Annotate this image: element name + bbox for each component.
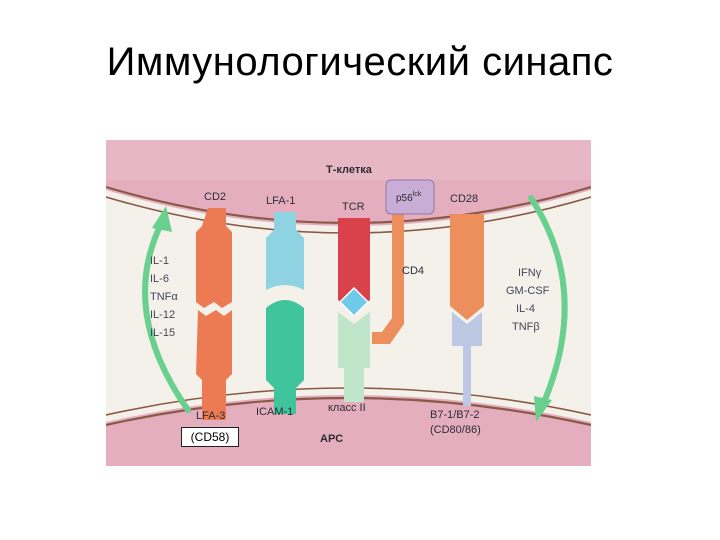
peptide-diamond: [338, 286, 370, 318]
lfa1-label: LFA-1: [266, 195, 295, 207]
synapse-diagram: Т-клетка p56lck CD2 LFA-1 TCR CD28 CD4 L…: [106, 140, 591, 466]
left-cytokine: IL-12: [150, 309, 175, 321]
b7-label-line1: B7-1/B7-2: [430, 409, 480, 421]
right-arrow-head: [534, 396, 552, 422]
cd4-label: CD4: [402, 265, 424, 277]
cd28-molecule: [450, 214, 484, 320]
t-cell-label: Т-клетка: [326, 164, 373, 176]
left-cytokine: IL-15: [150, 327, 175, 339]
left-cytokine: TNFα: [150, 291, 178, 303]
tcr-molecule: [338, 218, 370, 312]
lfa1-molecule: [266, 212, 304, 290]
p56lck-box: [385, 179, 435, 215]
icam1-molecule: [266, 300, 304, 414]
mhc-class-ii-label: класс II: [328, 402, 366, 414]
lfa3-label: LFA-3: [196, 410, 225, 422]
left-cytokine-arrow: [142, 219, 191, 413]
slide-title: Иммунологический синапс: [106, 40, 614, 84]
immune-synapse-figure: Т-клетка p56lck CD2 LFA-1 TCR CD28 CD4 L…: [106, 140, 591, 466]
p56-label: p56lck: [396, 191, 422, 204]
right-cytokine: GM-CSF: [506, 285, 550, 297]
tcr-label: TCR: [342, 201, 365, 213]
t-cell-cytoplasm: [106, 140, 591, 180]
right-cytokine: IFNγ: [518, 267, 542, 279]
cd4-molecule: [372, 212, 404, 344]
cd2-molecule: [196, 208, 232, 308]
right-cytokine: TNFβ: [512, 321, 540, 333]
lfa3-molecule: [196, 310, 232, 420]
right-cytokine-arrow: [528, 195, 568, 405]
mhc-class-ii-molecule: [338, 312, 370, 402]
cd2-label: CD2: [204, 191, 226, 203]
left-arrow-head: [152, 206, 172, 232]
b7-label-line2: (CD80/86): [430, 424, 481, 436]
icam1-label: ICAM-1: [256, 406, 293, 418]
left-cytokine: IL-6: [150, 273, 169, 285]
b7-molecule: [452, 312, 482, 406]
left-cytokine: IL-1: [150, 255, 169, 267]
apc-label: APC: [320, 433, 343, 445]
right-cytokine: IL-4: [516, 303, 535, 315]
cd58-annotation: (CD58): [181, 427, 239, 447]
cd28-label: CD28: [450, 193, 478, 205]
